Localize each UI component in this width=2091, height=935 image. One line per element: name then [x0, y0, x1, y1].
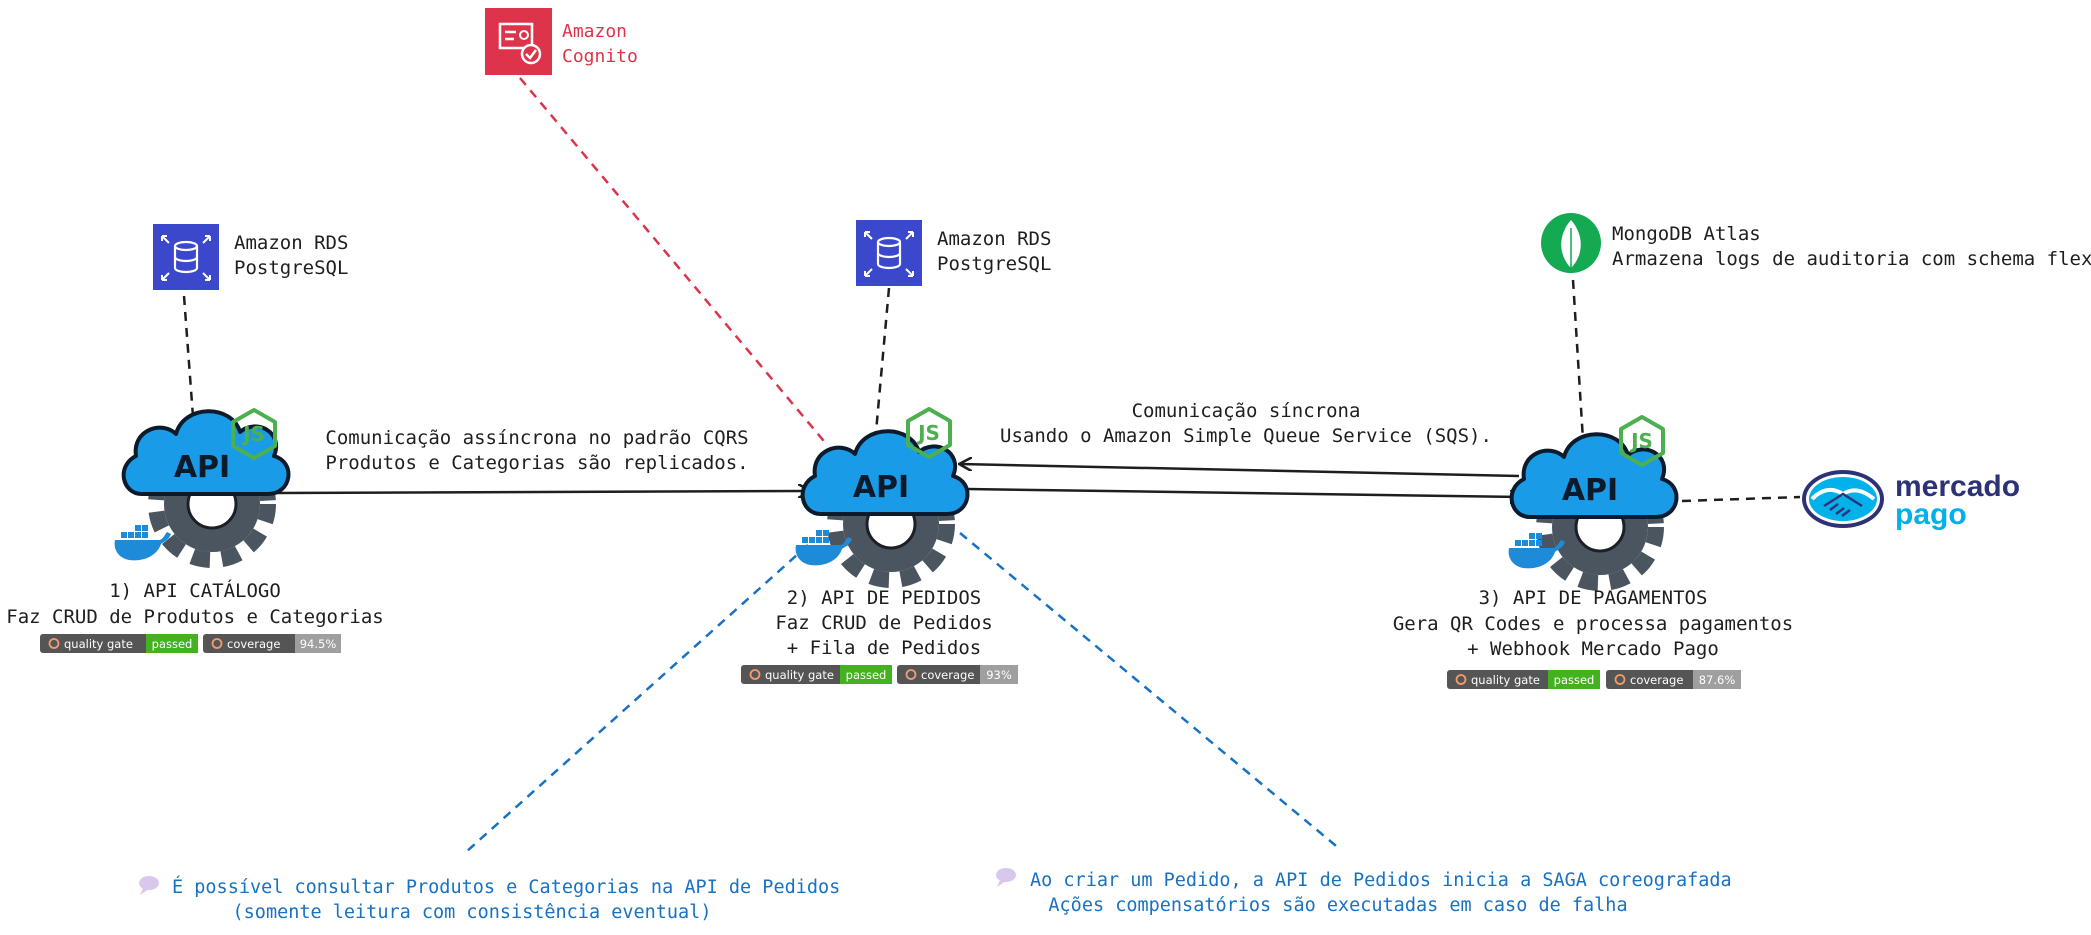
api-payments-desc1: Gera QR Codes e processa pagamentos	[1393, 613, 1793, 635]
coverage-label: coverage	[227, 637, 280, 651]
catalog-to-orders-arrow	[276, 491, 810, 493]
api-payments-node: API JS 3) API DE PAGAMENTOS Gera QR Code…	[1393, 415, 1793, 689]
mongodb-line1: MongoDB Atlas	[1612, 223, 1761, 245]
api-gear-cloud-icon: API	[124, 411, 289, 560]
note1-line2: (somente leitura com consistência eventu…	[233, 902, 712, 923]
edge-sqs-line1: Comunicação síncrona	[1132, 400, 1361, 422]
quality-gate-badge[interactable]: quality gate passed	[741, 665, 892, 684]
quality-gate-label: quality gate	[765, 668, 834, 682]
api-catalog-desc: Faz CRUD de Produtos e Categorias	[6, 606, 384, 628]
coverage-label: coverage	[921, 668, 974, 682]
database-icon	[153, 224, 219, 290]
database-icon	[856, 220, 922, 286]
quality-gate-badge[interactable]: quality gate passed	[1447, 670, 1600, 689]
mongodb-leaf-icon	[1541, 213, 1601, 273]
quality-gate-badge[interactable]: quality gate passed	[40, 634, 198, 653]
rds-catalog-line1: Amazon RDS	[234, 232, 348, 254]
nodejs-label: JS	[241, 422, 265, 446]
amazon-cognito: Amazon Cognito	[485, 8, 638, 75]
coverage-value: 93%	[986, 668, 1012, 682]
api-orders-title: 2) API DE PEDIDOS	[787, 587, 981, 609]
api-catalog-title: 1) API CATÁLOGO	[109, 579, 281, 602]
note2-link	[959, 532, 1342, 851]
api-gear-cloud-icon: API	[1512, 434, 1677, 583]
cognito-line1: Amazon	[562, 21, 627, 42]
payments-mercadopago-link	[1681, 495, 1801, 503]
quality-gate-label: quality gate	[1471, 673, 1540, 687]
orders-to-payments-arrow	[966, 487, 1522, 497]
edge-sqs-line2: Usando o Amazon Simple Queue Service (SQ…	[1000, 425, 1492, 447]
edge-label-sqs: Comunicação síncrona Usando o Amazon Sim…	[1000, 400, 1492, 447]
sonar-icon	[1455, 674, 1467, 685]
sonar-icon	[749, 669, 761, 680]
quality-gate-value: passed	[152, 637, 193, 651]
note2-line2: Ações compensatórios são executadas em c…	[1048, 895, 1627, 916]
sonar-icon	[1614, 674, 1626, 685]
mercado-pago-line1: mercado	[1895, 470, 2020, 503]
payments-to-orders-arrow	[960, 464, 1520, 478]
mongodb-line2: Armazena logs de auditoria com schema fl…	[1612, 248, 2091, 270]
nodejs-icon: JS	[906, 407, 952, 459]
rds-catalog-line2: PostgreSQL	[234, 257, 348, 279]
rds-orders-line1: Amazon RDS	[937, 228, 1051, 250]
coverage-badge[interactable]: coverage 87.6%	[1606, 670, 1741, 689]
sonar-icon	[905, 669, 917, 680]
edge-label-cqrs: Comunicação assíncrona no padrão CQRS Pr…	[325, 427, 748, 474]
rds-orders: Amazon RDS PostgreSQL	[856, 220, 1051, 286]
note-saga: Ao criar um Pedido, a API de Pedidos ini…	[996, 868, 1732, 916]
handshake-icon	[1802, 470, 1884, 528]
edge-cqrs-line2: Produtos e Categorias são replicados.	[325, 452, 748, 474]
api-orders-desc1: Faz CRUD de Pedidos	[775, 612, 992, 634]
docker-icon	[114, 525, 171, 561]
speech-bubble-icon	[139, 876, 159, 895]
coverage-value: 94.5%	[300, 637, 337, 651]
cognito-icon	[485, 8, 552, 75]
api-orders-node: API JS 2) API DE PEDIDOS Faz CRUD de Ped…	[741, 407, 1018, 684]
rds-orders-link	[874, 287, 891, 433]
rds-catalog-link	[182, 295, 196, 431]
connectors	[182, 77, 1801, 853]
api-payments-title: 3) API DE PAGAMENTOS	[1479, 587, 1708, 609]
nodejs-label: JS	[916, 421, 940, 445]
mercado-pago-line2: pago	[1895, 498, 1967, 531]
nodejs-label: JS	[1629, 429, 1653, 453]
coverage-value: 87.6%	[1699, 673, 1736, 687]
api-gear-cloud-icon: API	[803, 431, 968, 580]
speech-bubble-icon	[996, 868, 1016, 887]
rds-orders-line2: PostgreSQL	[937, 253, 1051, 275]
sonar-icon	[211, 638, 223, 649]
edge-cqrs-line1: Comunicação assíncrona no padrão CQRS	[325, 427, 748, 449]
rds-catalog: Amazon RDS PostgreSQL	[153, 224, 348, 290]
api-cloud-label: API	[174, 450, 230, 485]
quality-gate-label: quality gate	[64, 637, 133, 651]
api-cloud-label: API	[1562, 473, 1618, 508]
api-payments-desc2: + Webhook Mercado Pago	[1467, 638, 1719, 660]
api-cloud-label: API	[853, 470, 909, 505]
coverage-badge[interactable]: coverage 94.5%	[203, 634, 341, 653]
coverage-label: coverage	[1630, 673, 1683, 687]
note-read-replica: É possível consultar Produtos e Categori…	[139, 876, 840, 923]
mongodb-link	[1571, 279, 1585, 441]
mercado-pago-logo: mercado pago	[1802, 470, 2020, 531]
sonar-icon	[48, 638, 60, 649]
note1-line1: É possível consultar Produtos e Categori…	[172, 876, 840, 898]
nodejs-icon: JS	[231, 408, 277, 460]
note2-line1: Ao criar um Pedido, a API de Pedidos ini…	[1030, 870, 1732, 891]
coverage-badge[interactable]: coverage 93%	[897, 665, 1018, 684]
cognito-line2: Cognito	[562, 46, 638, 67]
cognito-to-orders-line	[519, 77, 829, 447]
api-catalog-node: API JS 1) API CATÁLOGO Faz CRUD de Produ…	[6, 408, 384, 653]
api-orders-desc2: + Fila de Pedidos	[787, 637, 981, 659]
quality-gate-value: passed	[1554, 673, 1595, 687]
mongodb-atlas: MongoDB Atlas Armazena logs de auditoria…	[1541, 213, 2091, 273]
quality-gate-value: passed	[846, 668, 887, 682]
nodejs-icon: JS	[1619, 415, 1665, 467]
note1-link	[465, 544, 809, 853]
